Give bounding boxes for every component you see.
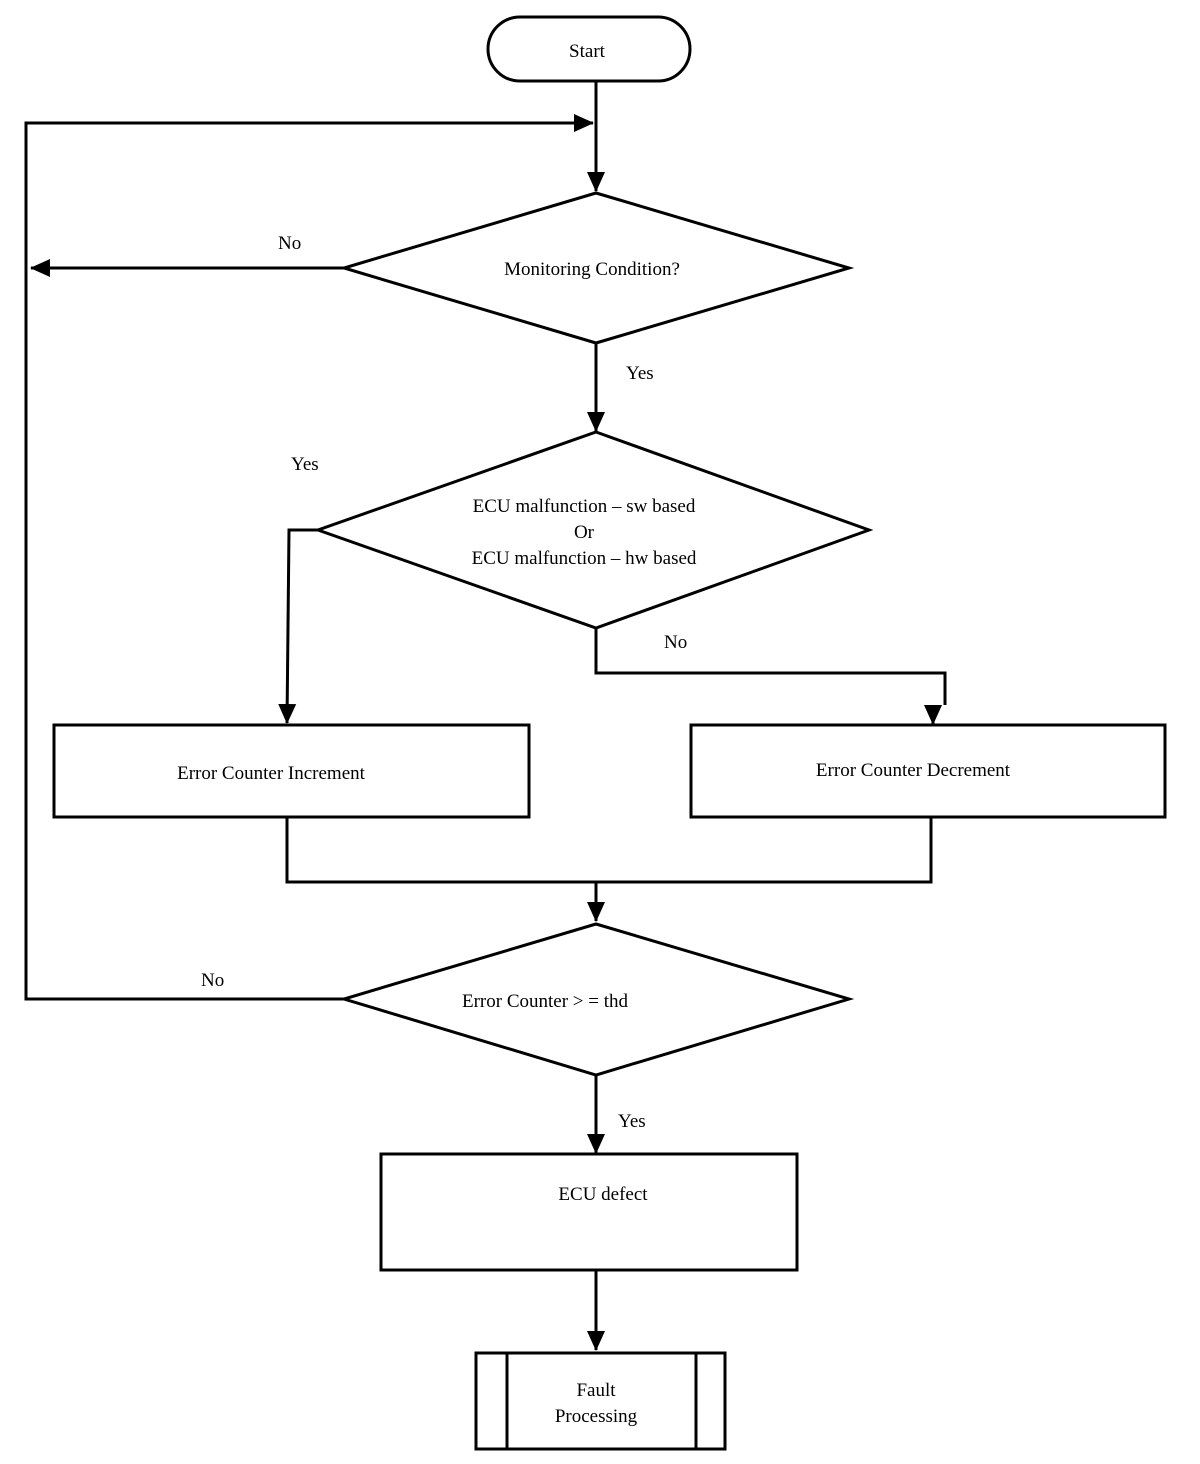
malfunction-label: ECU malfunction – sw based Or ECU malfun…	[472, 494, 697, 572]
monitoring-condition-label: Monitoring Condition?	[504, 259, 680, 280]
edge-label-threshold-no: No	[201, 970, 225, 991]
edge-label-monitoring-no: No	[278, 233, 302, 254]
process-defect-box	[379, 1152, 799, 1272]
edge-label-malfunction-no: No	[664, 632, 688, 653]
fault-processing-label: Fault Processing	[555, 1378, 637, 1430]
malfunction-label-line2: Or	[573, 522, 595, 543]
connector-malfunction-yes	[278, 528, 318, 724]
process-increment-box	[52, 723, 531, 819]
start-terminal	[486, 15, 692, 83]
increment-label: Error Counter Increment	[177, 763, 365, 784]
threshold-label: Error Counter > = thd	[461, 991, 629, 1012]
decrement-label: Error Counter Decrement	[815, 760, 1011, 781]
edge-label-monitoring-yes: Yes	[626, 363, 654, 384]
process-decrement-box	[689, 723, 1167, 819]
start-label: Start	[569, 41, 605, 62]
edge-label-malfunction-yes: Yes	[291, 454, 319, 475]
connector-loop-back	[24, 114, 594, 1001]
fault-processing-line2: Processing	[554, 1406, 638, 1427]
malfunction-label-line1: ECU malfunction – sw based	[472, 496, 696, 517]
malfunction-label-line3: ECU malfunction – hw based	[471, 548, 697, 569]
connector-increment-merge	[285, 817, 933, 884]
subprocess-fault-box	[474, 1351, 727, 1451]
defect-label: ECU defect	[558, 1184, 648, 1205]
connector-malfunction-no	[594, 628, 947, 705]
fault-processing-line1: Fault	[576, 1380, 616, 1401]
edge-label-threshold-yes: Yes	[618, 1111, 646, 1132]
